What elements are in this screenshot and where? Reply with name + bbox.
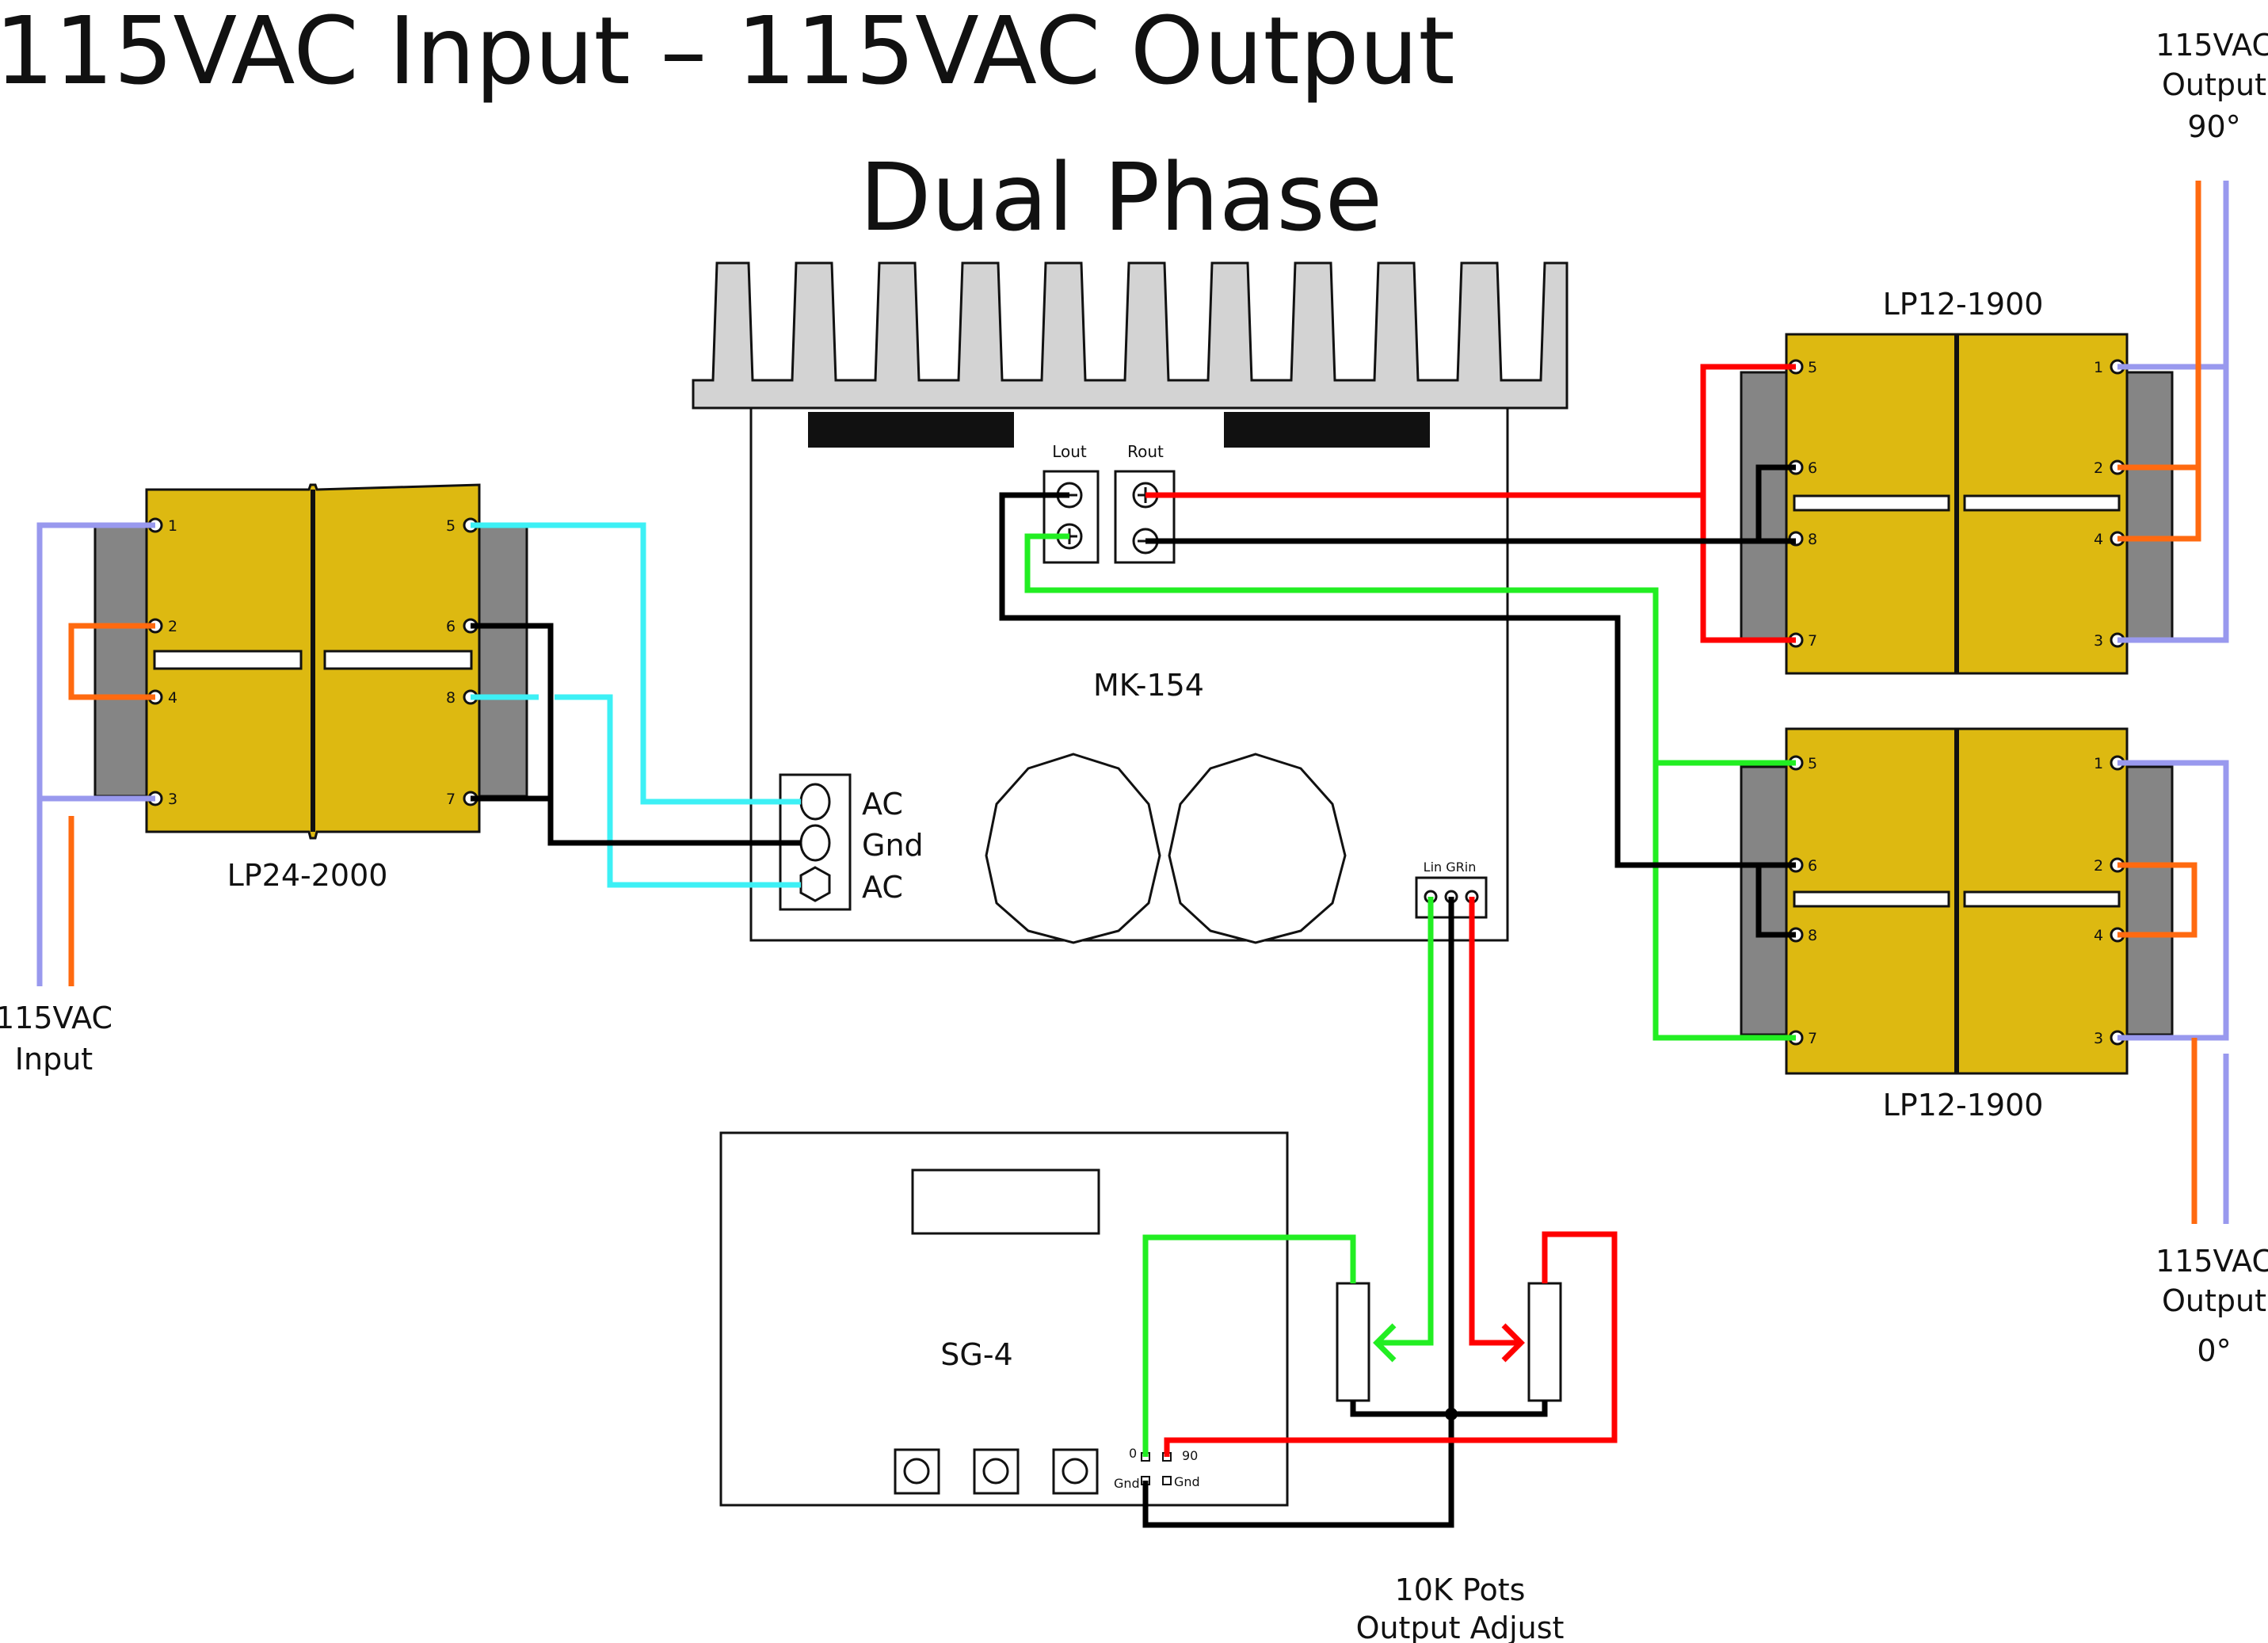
pot-right — [1527, 1282, 1562, 1402]
rout-label: Rout — [1127, 442, 1164, 461]
wire-out90-lavender — [2117, 181, 2229, 643]
input-label-line1: 115VAC — [0, 1001, 112, 1035]
wire-green-lin-arrow — [1373, 1323, 1397, 1363]
wire-input-orange — [68, 623, 155, 986]
pin-label: 7 — [1808, 1030, 1817, 1047]
lp12-1900-bottom-label: LP12-1900 — [1883, 1088, 2044, 1123]
wire-black-gnd — [471, 623, 801, 846]
gnd-terminal — [799, 824, 831, 862]
pin-label: 6 — [446, 618, 456, 635]
mk154-board: MK-154 Lout Rout AC Gnd AC Lin GRin — [749, 406, 1509, 944]
output90-label-line1: 115VAC — [2156, 28, 2268, 63]
wire-red-rin-arrow — [1501, 1323, 1525, 1363]
sg4-pin-0-label: 0 — [1129, 1446, 1137, 1461]
pin-label: 7 — [1808, 632, 1817, 650]
heatsink — [692, 261, 1569, 410]
pin-label: 5 — [1808, 755, 1817, 772]
diagram-subtitle: Dual Phase — [860, 143, 1383, 252]
pots-label-line1: 10K Pots — [1395, 1572, 1526, 1607]
pin-label: 4 — [2094, 927, 2103, 944]
xfmr-shield-right — [2125, 371, 2174, 642]
power-transistor-right — [1224, 412, 1430, 448]
ac-label-1: AC — [862, 787, 903, 822]
wire-black-lout-minus — [999, 492, 1796, 938]
pin-label: 3 — [168, 791, 177, 808]
ac-terminal-1 — [799, 783, 831, 821]
pin-label: 1 — [2094, 359, 2103, 376]
power-transistor-left — [808, 412, 1014, 448]
pin-label: 8 — [1808, 531, 1817, 548]
lp24-2000-label: LP24-2000 — [227, 858, 388, 893]
pin-label: 1 — [168, 517, 177, 535]
capacitor-left — [985, 753, 1161, 944]
xfmr-shield-right — [478, 525, 528, 798]
ac-label-2: AC — [862, 870, 903, 905]
pin-label: 7 — [446, 791, 456, 808]
xfmr-shield-left — [1740, 765, 1788, 1036]
pin-label: 5 — [1808, 359, 1817, 376]
ac-terminal-2 — [799, 866, 831, 902]
pin-label: 3 — [2094, 632, 2103, 650]
pin-label: 3 — [2094, 1030, 2103, 1047]
diagram-title: 115VAC Input – 115VAC Output — [0, 0, 1455, 105]
output0-label-line3: 0° — [2197, 1333, 2231, 1368]
lout-label: Lout — [1052, 442, 1087, 461]
wire-black-rout-minus — [1145, 464, 1796, 544]
pin-label: 5 — [446, 517, 456, 535]
pin-label: 4 — [168, 689, 177, 707]
sg4-pin-gnd-left-label: Gnd — [1114, 1476, 1140, 1491]
input-label-line2: Input — [15, 1042, 93, 1077]
junction-dot — [1445, 1408, 1458, 1420]
xfmr-shield-right — [2125, 765, 2174, 1036]
wire-green-sg0 — [1142, 1234, 1356, 1457]
sg4-board: SG-4 0 90 Gnd Gnd — [719, 1131, 1289, 1507]
sg4-pin-gnd-right — [1162, 1476, 1172, 1485]
pin-label: 4 — [2094, 531, 2103, 548]
pin-label: 8 — [1808, 927, 1817, 944]
sg4-knob-1 — [894, 1448, 940, 1495]
pin-label: 1 — [2094, 755, 2103, 772]
output0-label-line1: 115VAC — [2156, 1244, 2268, 1279]
wire-green-lin — [1377, 897, 1434, 1346]
sg4-label: SG-4 — [940, 1337, 1012, 1372]
wire-red-rin — [1469, 897, 1521, 1346]
sg4-pin-gnd-right-label: Gnd — [1174, 1474, 1200, 1489]
wire-cyan-ac2 — [471, 694, 801, 888]
pin-label: 8 — [446, 689, 456, 707]
mk154-label: MK-154 — [1093, 668, 1204, 703]
pots-label-line2: Output Adjust — [1356, 1611, 1565, 1643]
wire-out0-orange — [2117, 862, 2197, 1224]
pin-label: 2 — [2094, 857, 2103, 875]
xfmr-shield-left — [1740, 371, 1788, 642]
gnd-label: Gnd — [862, 828, 924, 863]
pot-left — [1336, 1282, 1370, 1402]
xfmr-shield-left — [93, 525, 148, 798]
output90-label-line2: Output — [2162, 67, 2266, 102]
input-header-label: Lin GRin — [1424, 860, 1477, 875]
wire-red-sg90 — [1164, 1231, 1618, 1457]
lp12-1900-bottom-transformer: 5 6 8 7 1 2 4 3 LP12-1900 — [1740, 727, 2174, 1123]
wire-cyan-ac1 — [471, 522, 801, 805]
pin-label: 6 — [1808, 857, 1817, 875]
sg4-pin-90-label: 90 — [1182, 1448, 1198, 1463]
sg4-knob-3 — [1052, 1448, 1099, 1495]
pin-label: 2 — [2094, 459, 2103, 477]
lp12-1900-top-label: LP12-1900 — [1883, 287, 2044, 322]
wire-out0-lavender — [2117, 760, 2229, 1224]
sg4-display — [911, 1168, 1100, 1235]
lout-terminal-block — [1043, 470, 1100, 564]
sg4-knob-2 — [973, 1448, 1020, 1495]
output90-label-line3: 90° — [2187, 109, 2240, 144]
output0-label-line2: Output — [2162, 1283, 2266, 1318]
wire-out90-orange — [2117, 181, 2201, 542]
wire-input-lavender — [36, 522, 155, 986]
lp24-2000-transformer: 1 2 4 3 5 6 8 7 LP24-2000 — [93, 483, 528, 893]
wire-black-gnd-signal — [1142, 897, 1454, 1528]
pin-label: 6 — [1808, 459, 1817, 477]
lp12-1900-top-transformer: 5 6 8 7 1 2 4 3 LP12-1900 — [1740, 287, 2174, 675]
capacitor-right — [1168, 753, 1347, 944]
pin-label: 2 — [168, 618, 177, 635]
wire-green-lout-plus — [1024, 533, 1796, 1041]
